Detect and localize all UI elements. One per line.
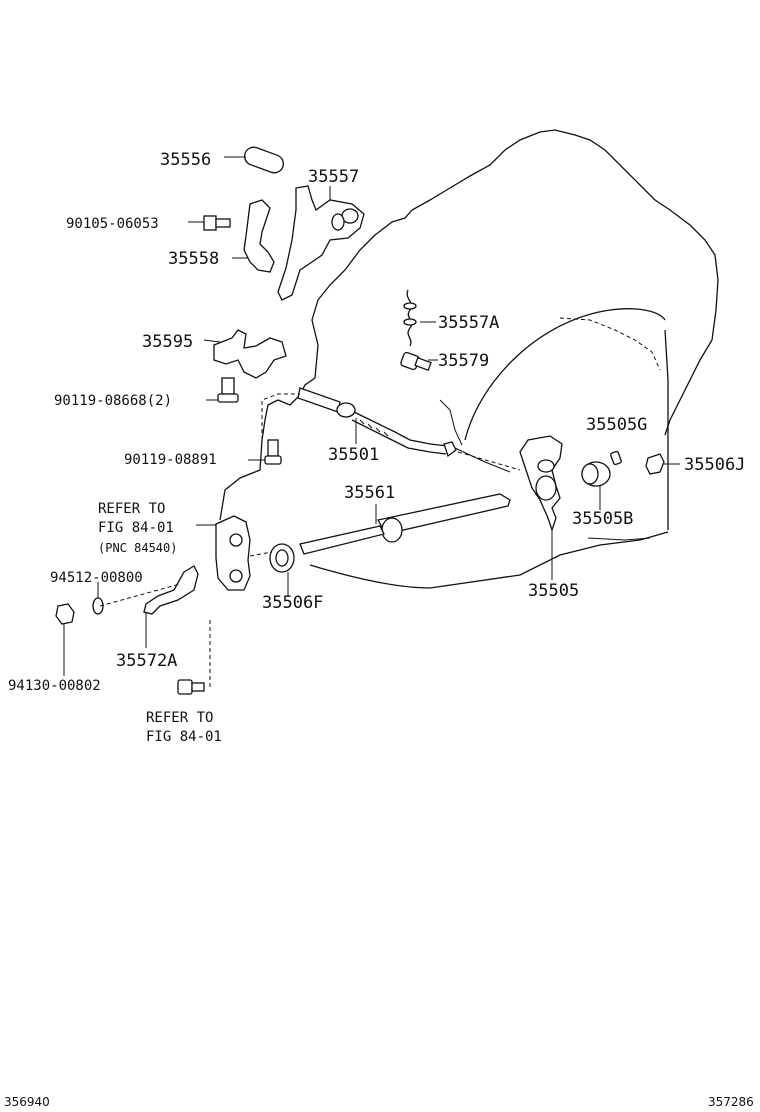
part-35505b-collar[interactable]: [581, 461, 611, 510]
part-35557-lever[interactable]: [277, 185, 365, 301]
refer-line-2: FIG 84-01: [98, 520, 174, 536]
footer-right-id: 357286: [708, 1095, 754, 1109]
label-90105-06053: 90105-06053: [66, 216, 159, 232]
label-35557a: 35557A: [438, 313, 499, 333]
label-94512-00800: 94512-00800: [50, 570, 143, 586]
refer-bottom-line-1: REFER TO: [146, 710, 213, 726]
refer-bottom-line-2: FIG 84-01: [146, 729, 222, 745]
part-35579-plug[interactable]: [400, 351, 438, 371]
part-35505g-pin[interactable]: [610, 450, 622, 466]
part-35556-pin[interactable]: [224, 145, 286, 176]
label-35595: 35595: [142, 332, 193, 352]
assembly-guide-lines: [99, 393, 521, 688]
label-90119-08668: 90119-08668(2): [54, 393, 172, 409]
label-35558: 35558: [168, 249, 219, 269]
refer-note-bolt: REFER TO FIG 84-01: [146, 710, 222, 745]
part-90119-08668-bolt[interactable]: [206, 377, 239, 403]
part-94512-00800-washer[interactable]: [92, 582, 104, 615]
part-94130-00802-nut[interactable]: [55, 603, 75, 676]
label-35506f: 35506F: [262, 593, 323, 613]
label-35505g: 35505G: [586, 415, 647, 435]
label-35501: 35501: [328, 445, 379, 465]
label-35579: 35579: [438, 351, 489, 371]
label-35505b: 35505B: [572, 509, 633, 529]
part-35558-detent-spring[interactable]: [232, 199, 275, 273]
label-35557: 35557: [308, 167, 359, 187]
label-35561: 35561: [344, 483, 395, 503]
footer-left-id: 356940: [4, 1095, 50, 1109]
label-35556: 35556: [160, 150, 211, 170]
part-35501-rod[interactable]: [297, 387, 457, 458]
part-35557a-spring[interactable]: [403, 289, 436, 347]
label-94130-00802: 94130-00802: [8, 678, 101, 694]
part-35506j-clip[interactable]: [645, 453, 680, 475]
part-90119-08891-bolt[interactable]: [248, 439, 282, 465]
refer-note-switch: REFER TO FIG 84-01 (PNC 84540): [98, 501, 177, 555]
label-90119-08891: 90119-08891: [124, 452, 217, 468]
neutral-start-switch[interactable]: [196, 515, 251, 591]
part-35506f-oil-seal[interactable]: [269, 543, 295, 596]
transmission-case-outline: [219, 129, 719, 589]
part-35595-bracket[interactable]: [203, 329, 287, 379]
label-35505: 35505: [528, 581, 579, 601]
part-labels: 35556 35557 90105-06053 35558 35557A 355…: [8, 150, 745, 694]
part-35561-shaft[interactable]: [299, 493, 511, 555]
part-35572a-lever[interactable]: [143, 565, 199, 648]
part-90105-06053-bolt[interactable]: [188, 215, 231, 231]
refer-line-3: (PNC 84540): [98, 541, 177, 555]
refer-line-1: REFER TO: [98, 501, 165, 517]
part-35505-lever[interactable]: [519, 435, 563, 580]
switch-mount-bolt[interactable]: [177, 679, 205, 695]
label-35506j: 35506J: [684, 455, 745, 475]
label-35572a: 35572A: [116, 651, 177, 671]
